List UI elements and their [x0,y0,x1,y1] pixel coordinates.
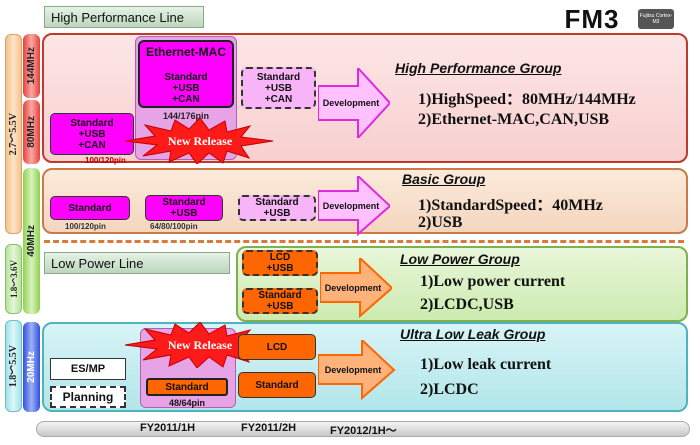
basic-box1-pins: 100/120pin [65,222,106,231]
high-performance-feature-1: 1)HighSpeed：80MHz/144MHz [418,91,636,108]
ethernet-mac-box[interactable]: Ethernet-MAC Standard +USB +CAN [138,40,234,108]
basic-box2-pins: 64/80/100pin [150,222,198,231]
basic-feature-1: 1)StandardSpeed：40MHz [418,197,603,214]
freq-bar-20mhz: 20MHz [23,322,40,412]
fm3-logo: FM3 Fujitsu Cortex-M3 [548,3,678,34]
development-label-ull: Development [324,365,382,375]
ultra-low-standard2-box[interactable]: Standard [238,372,316,398]
development-arrow-icon-low-power [320,258,392,318]
development-label-low-power: Development [324,283,382,293]
low-power-line-title: Low Power Line [44,252,230,274]
development-label-hp: Development [322,98,380,108]
box-80mhz-pins: 100/120pin [85,156,126,165]
ultra-low-standard-box[interactable]: Standard [146,378,228,396]
new-release-burst-icon-ull [125,322,274,368]
freq-80mhz-label: 80MHz [26,116,37,148]
ultra-low-leak-feature-2: 2)LCDC [420,381,479,398]
development-label-basic: Development [322,201,380,211]
timeline-fy2011-1h: FY2011/1H [140,422,196,434]
voltage-bar-low-power: 1.8～3.6V [5,244,22,314]
freq-144mhz-label: 144MHz [26,47,37,85]
ethernet-mac-pins: 144/176pin [162,111,210,121]
low-power-group-title: Low Power Group [400,251,520,267]
logo-text: FM3 [564,3,620,34]
basic-group-title: Basic Group [402,171,486,187]
new-release-label-ull: New Release [167,337,233,352]
ultra-low-leak-group-title: Ultra Low Leak Group [400,326,546,342]
freq-bar-80mhz: 80MHz [23,100,40,164]
logo-badge: Fujitsu Cortex-M3 [638,9,674,29]
new-release-burst-icon [125,118,274,164]
low-power-standard-usb-box[interactable]: Standard +USB [242,288,318,314]
freq-40mhz-label: 40MHz [26,225,37,257]
ethernet-mac-content: Standard +USB +CAN [164,71,208,105]
low-power-line-label: Low Power Line [51,255,144,271]
freq-20mhz-label: 20MHz [26,351,37,383]
basic-standard-usb-box[interactable]: Standard +USB [145,195,223,221]
timeline-bar [36,421,690,437]
freq-bar-40mhz: 40MHz [23,168,40,314]
voltage-low-power-label: 1.8～3.6V [9,260,19,298]
ultra-low-leak-feature-1: 1)Low leak current [420,356,552,373]
timeline-fy2012-1h: FY2012/1H～ [330,425,397,437]
ultra-low-standard-pins: 48/64pin [168,398,206,408]
development-arrow-icon-basic [318,176,390,236]
legend-planning: Planning [50,386,126,408]
ethernet-mac-title: Ethernet-MAC [146,45,226,59]
standard-usb-can-80mhz-box[interactable]: Standard +USB +CAN [50,113,134,155]
low-power-feature-1: 1)Low power current [420,273,566,290]
voltage-ultra-low-label: 1.8～5.5V [8,344,19,388]
high-performance-group-title: High Performance Group [395,60,562,76]
low-power-feature-2: 2)LCDC,USB [420,296,514,313]
basic-planned-standard-usb-box[interactable]: Standard +USB [238,195,316,221]
basic-standard-box[interactable]: Standard [50,196,130,220]
low-power-lcd-usb-box[interactable]: LCD +USB [242,250,318,276]
basic-feature-2: 2)USB [418,214,463,231]
timeline-fy2011-2h: FY2011/2H [241,422,297,434]
high-performance-feature-2: 2)Ethernet-MAC,CAN,USB [418,111,610,128]
ultra-low-lcd-box[interactable]: LCD [238,334,316,360]
development-arrow-icon-hp [318,68,390,138]
new-release-label: New Release [167,133,233,148]
voltage-bar-high: 2.7～5.5V [5,34,22,234]
voltage-high-label: 2.7～5.5V [8,112,19,156]
planned-standard-usb-can-box[interactable]: Standard +USB +CAN [241,67,316,109]
line-separator [44,240,684,243]
voltage-bar-ultra-low: 1.8～5.5V [5,320,22,412]
freq-bar-144mhz: 144MHz [23,34,40,98]
high-performance-line-title: High Performance Line [44,6,204,28]
high-performance-line-label: High Performance Line [51,9,184,25]
legend-es-mp: ES/MP [50,358,126,380]
development-arrow-icon-ull [318,340,396,400]
